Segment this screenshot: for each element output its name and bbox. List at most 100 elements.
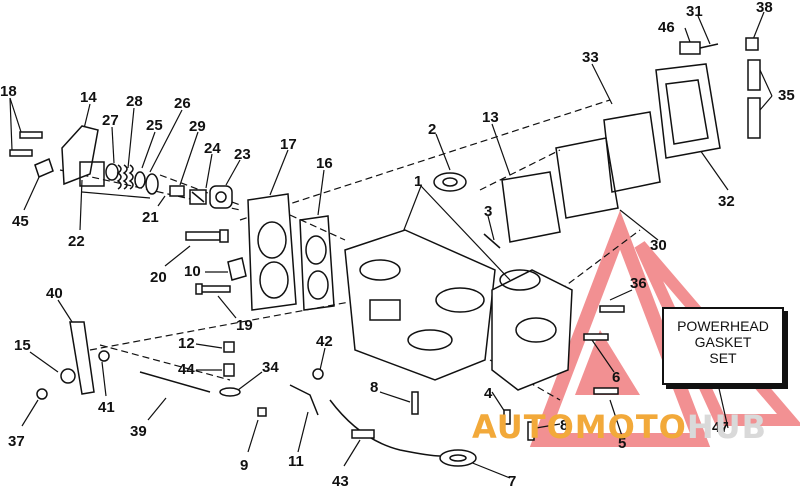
part-44 xyxy=(223,363,235,377)
part-25 xyxy=(134,171,146,189)
cable-43 xyxy=(329,399,441,457)
kit-line-1: POWERHEAD xyxy=(677,318,769,334)
bolt-19 xyxy=(195,283,231,295)
callout-47: 47 xyxy=(712,419,729,436)
watermark-word-b: HUB xyxy=(686,408,768,446)
callout-2: 2 xyxy=(428,121,436,138)
callout-46: 46 xyxy=(658,19,675,36)
callout-27: 27 xyxy=(102,112,119,129)
callout-15: 15 xyxy=(14,337,31,354)
part-12 xyxy=(223,341,235,353)
callout-41: 41 xyxy=(98,399,115,416)
callout-28: 28 xyxy=(126,93,143,110)
watermark-word-a: AUTOMOTO xyxy=(472,408,687,446)
callout-32: 32 xyxy=(718,193,735,210)
callout-7: 7 xyxy=(508,473,516,488)
callout-18: 18 xyxy=(0,83,17,100)
callout-20: 20 xyxy=(150,269,167,286)
callout-11: 11 xyxy=(288,453,304,470)
callout-42: 42 xyxy=(316,333,333,350)
stud-8a xyxy=(411,391,419,415)
kit-line-2: GASKET xyxy=(694,334,752,350)
crankcase-1 xyxy=(491,269,573,391)
pin-3 xyxy=(483,233,501,249)
callout-37: 37 xyxy=(8,433,25,450)
part-26 xyxy=(145,173,159,195)
stud-8b xyxy=(527,421,535,441)
callout-4: 4 xyxy=(484,385,493,402)
rod-39 xyxy=(139,371,211,393)
callout-33: 33 xyxy=(582,49,599,66)
watermark-text: AUTOMOTOHUB xyxy=(472,408,767,446)
callout-23: 23 xyxy=(234,146,251,163)
spring-28 xyxy=(116,164,134,190)
callout-24: 24 xyxy=(204,140,221,157)
link-11 xyxy=(289,384,319,416)
washer-15 xyxy=(60,368,76,384)
callout-13: 13 xyxy=(482,109,499,126)
powerhead-gasket-set-box: POWERHEAD GASKET SET xyxy=(662,307,784,385)
part-27 xyxy=(105,163,119,181)
part-45 xyxy=(34,157,54,179)
callout-5: 5 xyxy=(618,435,626,452)
callout-6: 6 xyxy=(612,369,620,386)
seal-2 xyxy=(433,172,467,192)
callout-30: 30 xyxy=(650,237,667,254)
part-38 xyxy=(745,37,759,51)
callout-9: 9 xyxy=(240,457,248,474)
bolt-5 xyxy=(593,387,619,395)
callout-36: 36 xyxy=(630,275,647,292)
callout-44: 44 xyxy=(178,361,195,378)
fitting-46 xyxy=(679,41,719,55)
bolt-6 xyxy=(583,333,609,341)
parts xyxy=(9,37,761,467)
head-cover-32 xyxy=(655,63,721,159)
callout-8b: 8 xyxy=(560,417,568,434)
bolt-18 xyxy=(9,131,43,157)
callout-39: 39 xyxy=(130,423,147,440)
callout-43: 43 xyxy=(332,473,349,488)
cylinder-block-1 xyxy=(344,229,496,381)
callout-17: 17 xyxy=(280,136,297,153)
dowel-4 xyxy=(503,409,511,425)
callout-8a: 8 xyxy=(370,379,378,396)
bolt-36 xyxy=(599,305,625,313)
callout-22: 22 xyxy=(68,233,85,250)
callout-29: 29 xyxy=(189,118,206,135)
callout-21: 21 xyxy=(142,209,159,226)
callout-31: 31 xyxy=(686,3,703,20)
callout-35: 35 xyxy=(778,87,795,104)
kit-line-3: SET xyxy=(709,350,737,366)
cable-43-sleeve xyxy=(351,429,375,439)
callout-45: 45 xyxy=(12,213,29,230)
nut-42 xyxy=(312,368,324,380)
leader-lines xyxy=(9,11,773,479)
callout-34: 34 xyxy=(262,359,279,376)
part-29 xyxy=(169,185,185,197)
hose-35b xyxy=(747,97,761,139)
callout-3: 3 xyxy=(484,203,492,220)
part-10 xyxy=(227,257,247,281)
part-24 xyxy=(189,189,207,205)
plate-30 xyxy=(555,137,619,219)
arm-40 xyxy=(69,321,95,395)
callout-16: 16 xyxy=(316,155,333,172)
gasket-33 xyxy=(603,111,661,193)
screw-37 xyxy=(36,388,48,400)
gasket-13 xyxy=(501,171,561,243)
callout-40: 40 xyxy=(46,285,63,302)
gasket-16 xyxy=(299,215,335,311)
hose-35a xyxy=(747,59,761,91)
part-17-plate xyxy=(247,193,297,311)
callout-25: 25 xyxy=(146,117,163,134)
part-41 xyxy=(98,350,110,362)
part-14-cover xyxy=(61,125,99,186)
callout-14: 14 xyxy=(80,89,97,106)
spark-plug-20 xyxy=(185,229,229,243)
part-34 xyxy=(219,387,241,397)
callout-26: 26 xyxy=(174,95,191,112)
callout-1: 1 xyxy=(414,173,422,190)
callout-38: 38 xyxy=(756,0,773,16)
